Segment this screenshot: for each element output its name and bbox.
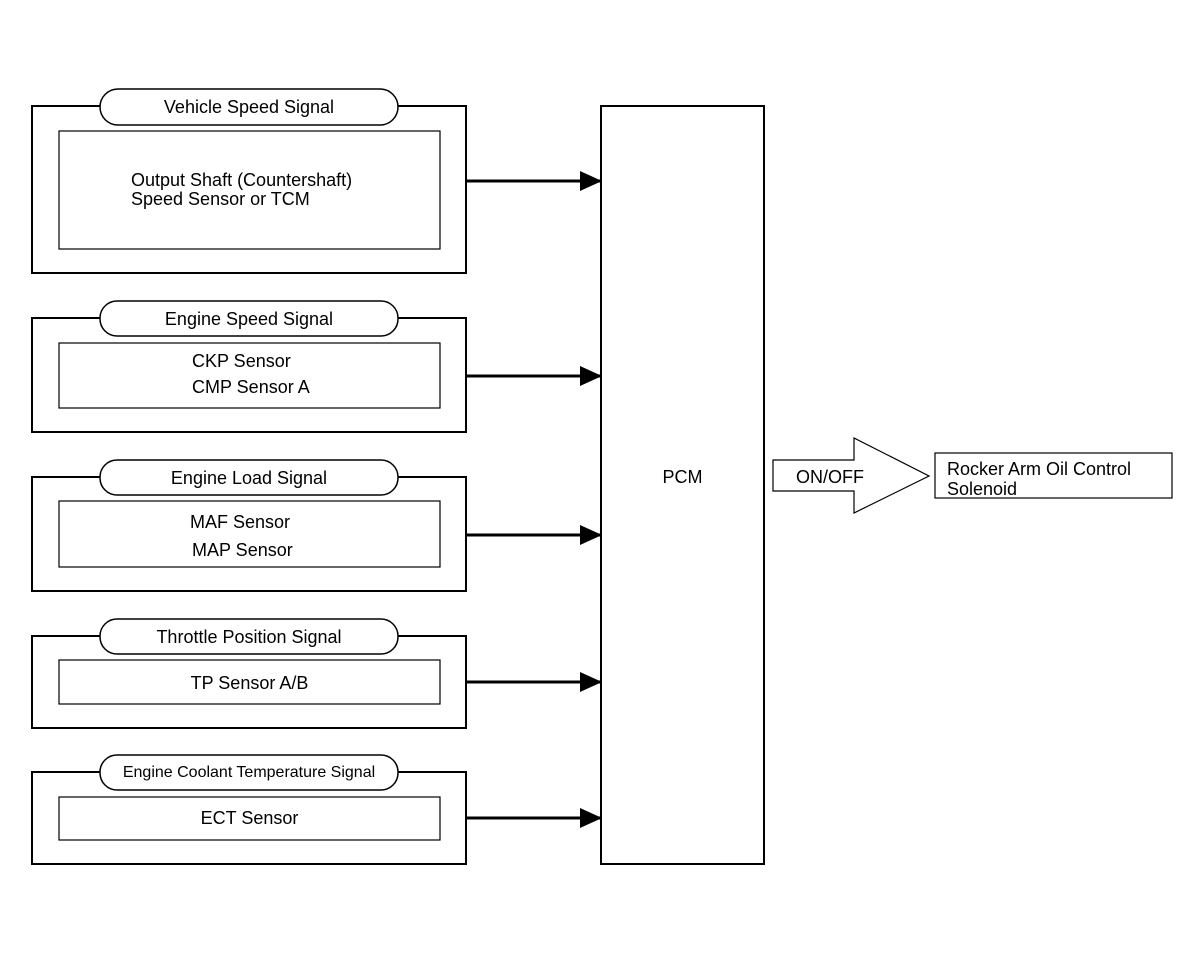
signal-tab: [99, 459, 399, 496]
solenoid-label-line-2: Solenoid: [947, 479, 1018, 499]
sensor-label-ckp: CKP Sensor: [192, 351, 291, 371]
sensor-label-map: MAP Sensor: [192, 540, 293, 560]
sensor-label-tp: TP Sensor A/B: [190, 673, 309, 693]
group-engine-speed: [31, 300, 602, 433]
signal-label-vehicle-speed: Vehicle Speed Signal: [163, 97, 335, 117]
sensor-box: [58, 796, 441, 841]
signal-label-engine-load: Engine Load Signal: [170, 468, 328, 488]
group-vehicle-speed: [31, 88, 602, 274]
group-frame: [31, 771, 467, 865]
group-frame: [31, 105, 467, 274]
sensor-box: [58, 130, 441, 250]
solenoid-label-line-1: Rocker Arm Oil Control: [947, 459, 1132, 479]
sensor-label-maf: MAF Sensor: [190, 512, 291, 532]
group-coolant-temperature: [31, 754, 602, 865]
signal-tab: [99, 300, 399, 337]
sensor-label-speed-sensor-tcm: Speed Sensor or TCM: [131, 189, 310, 209]
group-engine-load: [31, 459, 602, 592]
signal-tab: [99, 618, 399, 655]
sensor-label-ect: ECT Sensor: [200, 808, 299, 828]
signal-label-coolant-temperature: Engine Coolant Temperature Signal: [122, 764, 376, 781]
sensor-label-cmp: CMP Sensor A: [192, 377, 310, 397]
signal-label-throttle-position: Throttle Position Signal: [156, 627, 342, 647]
group-frame: [31, 476, 467, 592]
group-frame: [31, 635, 467, 729]
pcm-label: PCM: [662, 467, 703, 487]
sensor-box: [58, 342, 441, 409]
signal-tab: [99, 88, 399, 126]
group-throttle-position: [31, 618, 602, 729]
signal-label-engine-speed: Engine Speed Signal: [164, 309, 334, 329]
output-hollow-arrow: [772, 437, 931, 514]
pcm-block: [600, 105, 765, 865]
sensor-box: [58, 659, 441, 705]
signal-tab: [99, 754, 399, 791]
group-frame: [31, 317, 467, 433]
sensor-box: [58, 500, 441, 568]
solenoid-box: [934, 452, 1173, 499]
output-arrow-label: ON/OFF: [796, 467, 864, 487]
sensor-label-output-shaft: Output Shaft (Countershaft): [131, 170, 353, 190]
